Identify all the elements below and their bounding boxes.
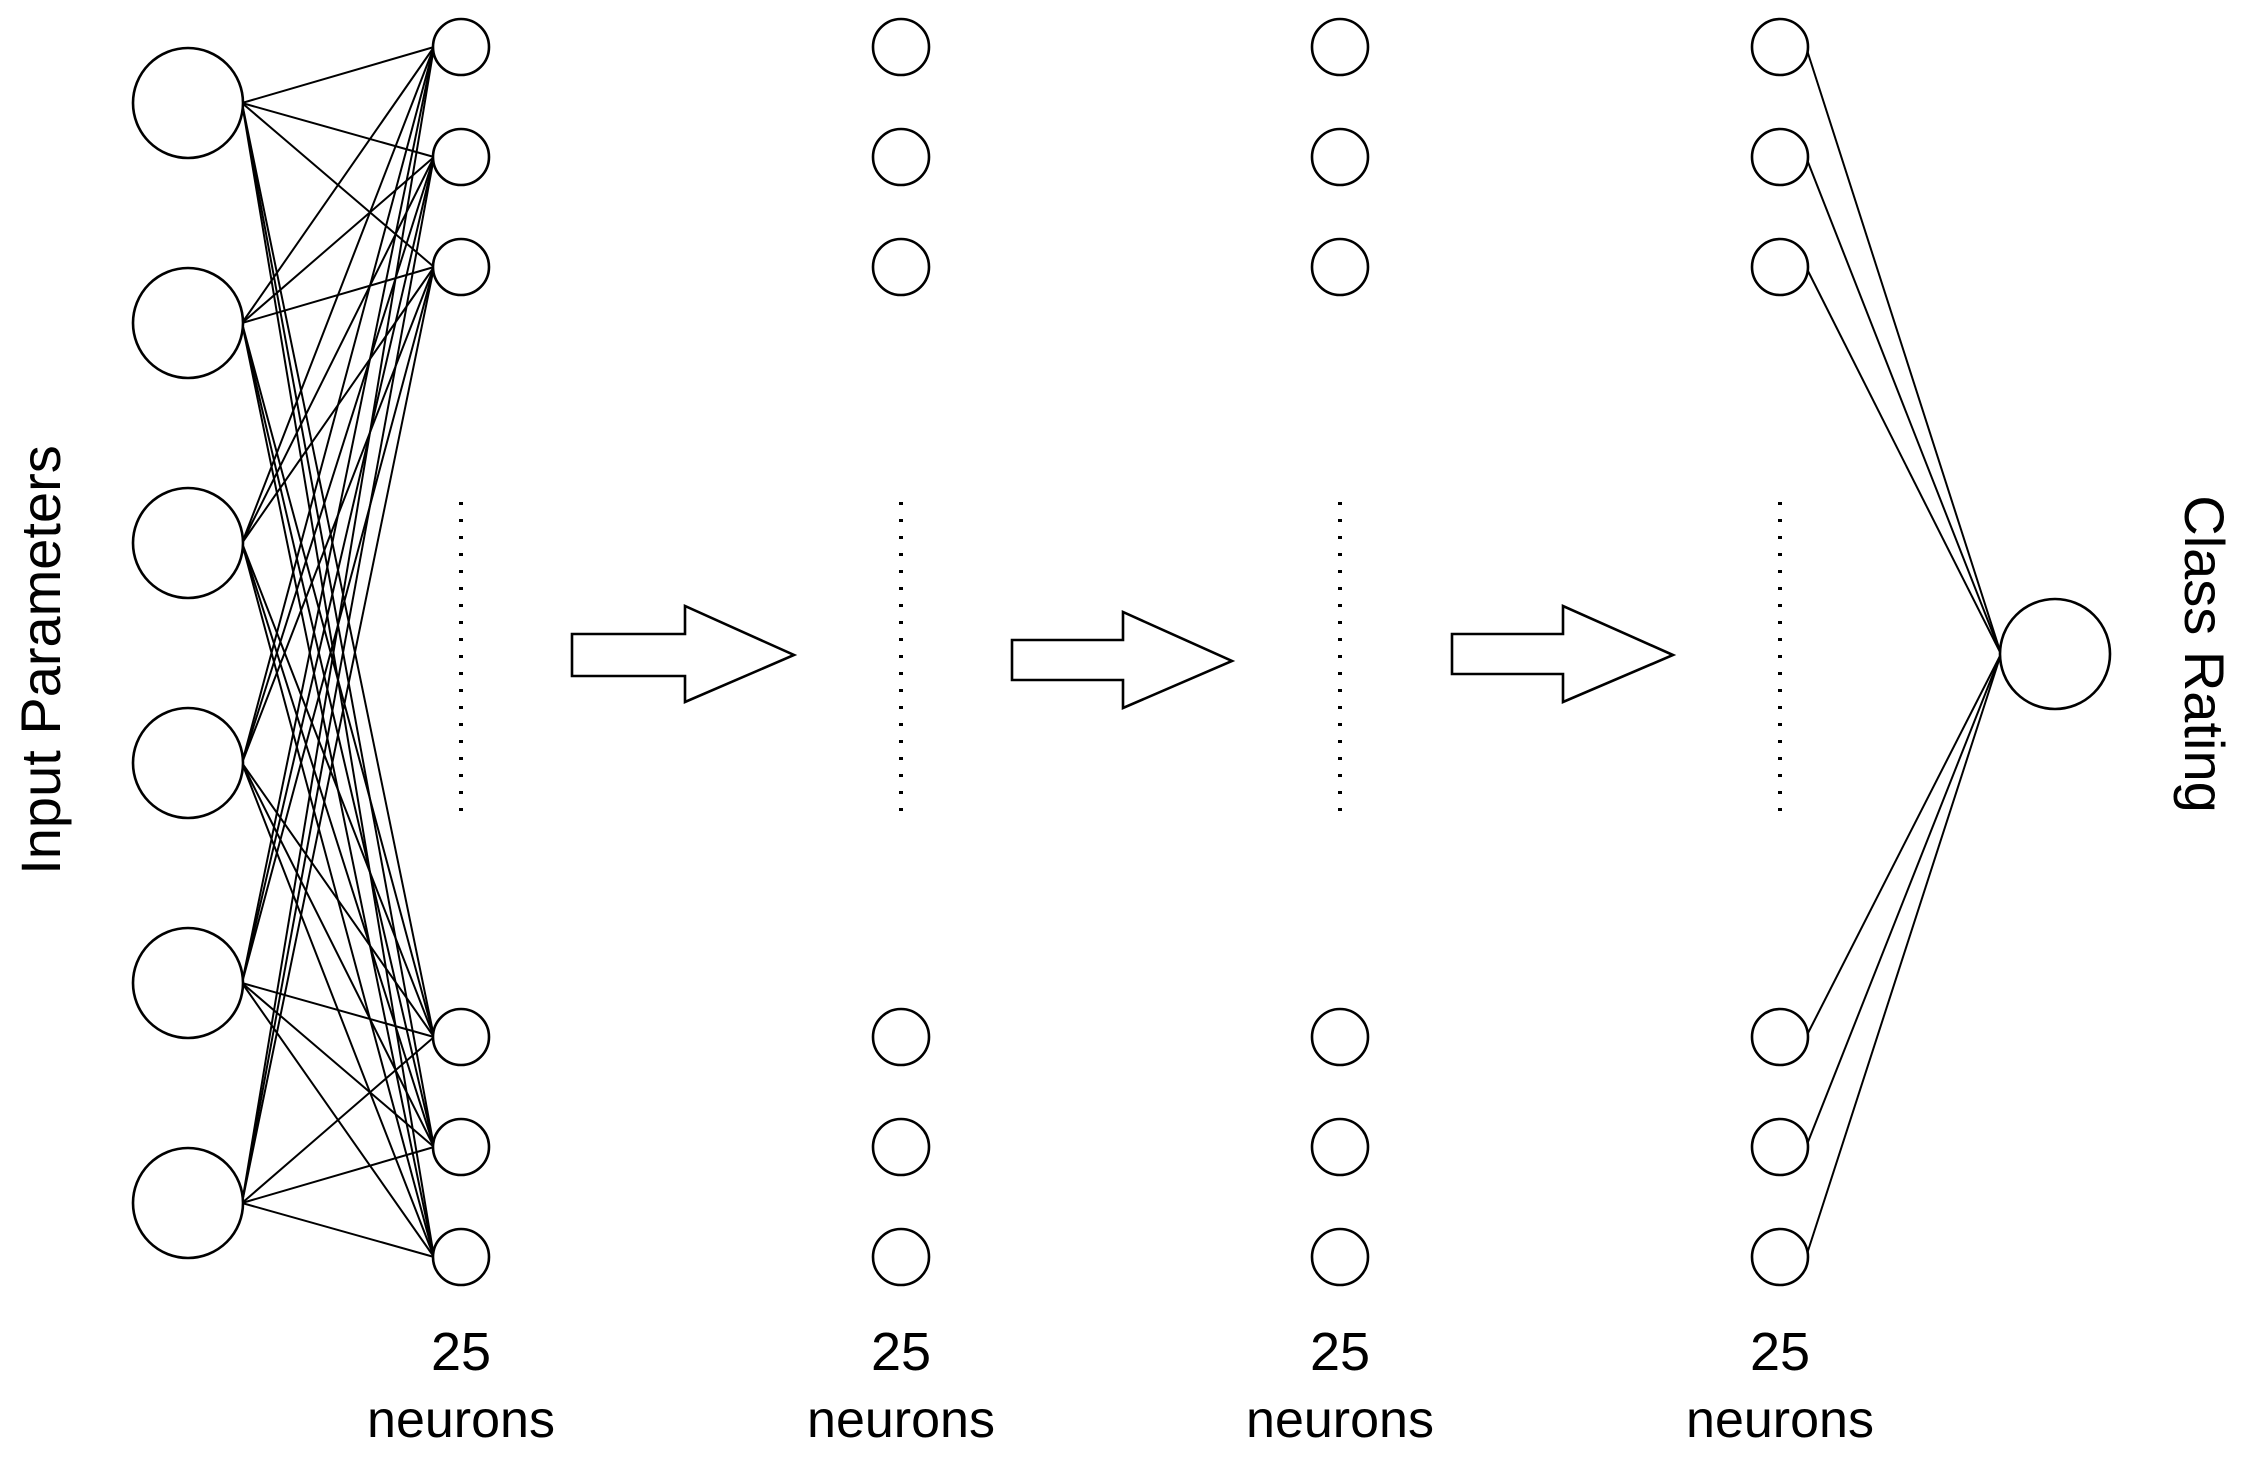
connection-line: [241, 46, 435, 104]
hidden-neuron: [871, 1007, 931, 1067]
hidden-neuron: [1310, 1007, 1370, 1067]
hidden-neuron: [431, 17, 491, 77]
output-layer: [1998, 597, 2112, 711]
input-node: [131, 706, 245, 820]
connection-line: [1805, 653, 2002, 1258]
layer-3-unit: neurons: [1246, 1391, 1434, 1449]
hidden-neuron: [1750, 127, 1810, 187]
connection-line: [241, 156, 435, 764]
layer-1-unit: neurons: [367, 1391, 555, 1449]
hidden-neuron: [431, 1227, 491, 1287]
connection-line: [241, 156, 435, 324]
connection-line: [1805, 156, 2002, 655]
hidden-neuron: [871, 1227, 931, 1287]
hidden-neuron: [1750, 1007, 1810, 1067]
hidden-neuron: [431, 1117, 491, 1177]
connection-line: [241, 46, 435, 1204]
hidden-layer-2: [871, 17, 931, 1287]
hidden-neuron: [1750, 237, 1810, 297]
hidden-neuron: [1310, 127, 1370, 187]
hidden-neuron: [1750, 17, 1810, 77]
connection-line: [241, 1036, 435, 1204]
hidden-neuron: [1310, 17, 1370, 77]
hidden-neuron: [871, 127, 931, 187]
connection-line: [241, 762, 435, 1148]
hidden-neuron: [431, 127, 491, 187]
connection-line: [241, 1146, 435, 1204]
hidden-neuron: [871, 17, 931, 77]
connection-line: [1805, 653, 2002, 1148]
arrow-right-icon: [1450, 603, 1677, 704]
connection-line: [241, 1202, 435, 1258]
input-node: [131, 1146, 245, 1260]
connection-line: [241, 102, 435, 158]
hidden-layer-1: [431, 17, 491, 1287]
connection-line: [1805, 266, 2002, 655]
connection-line: [241, 46, 435, 324]
layer-4-unit: neurons: [1686, 1391, 1874, 1449]
input-layer: [131, 46, 245, 1260]
layer-2-count: 25: [871, 1322, 931, 1382]
hidden-neuron: [431, 237, 491, 297]
connection-line: [241, 266, 435, 1204]
class-rating-label: Class Rating: [2173, 495, 2236, 812]
connection-line: [1805, 653, 2002, 1038]
connection-line: [241, 156, 435, 984]
output-node: [1998, 597, 2112, 711]
hidden-neuron: [1310, 1227, 1370, 1287]
input-node: [131, 926, 245, 1040]
input-node: [131, 46, 245, 160]
arrow-right-icon: [570, 603, 798, 704]
connection-line: [241, 762, 435, 1038]
connections: [241, 46, 2002, 1258]
connection-line: [241, 46, 435, 984]
hidden-layers: [431, 17, 1810, 1287]
layer-1-count: 25: [431, 1322, 491, 1382]
arrow-right-icon: [1010, 609, 1236, 710]
input-node: [131, 266, 245, 380]
connection-line: [241, 156, 435, 1204]
hidden-neuron: [1310, 237, 1370, 297]
hidden-neuron: [871, 1117, 931, 1177]
connection-line: [241, 982, 435, 1038]
connection-line: [1805, 46, 2002, 655]
input-node: [131, 486, 245, 600]
input-parameters-label: Input Parameters: [9, 445, 72, 875]
layer-3-count: 25: [1310, 1322, 1370, 1382]
hidden-layer-4: [1750, 17, 1810, 1287]
connection-line: [241, 156, 435, 544]
hidden-neuron: [1310, 1117, 1370, 1177]
layer-2-unit: neurons: [807, 1391, 995, 1449]
layer-4-count: 25: [1750, 1322, 1810, 1382]
hidden-neuron: [871, 237, 931, 297]
connection-line: [241, 542, 435, 1038]
hidden-neuron: [1750, 1227, 1810, 1287]
hidden-neuron: [431, 1007, 491, 1067]
hidden-neuron: [1750, 1117, 1810, 1177]
hidden-layer-3: [1310, 17, 1370, 1287]
connection-line: [241, 46, 435, 544]
connection-line: [241, 46, 435, 764]
